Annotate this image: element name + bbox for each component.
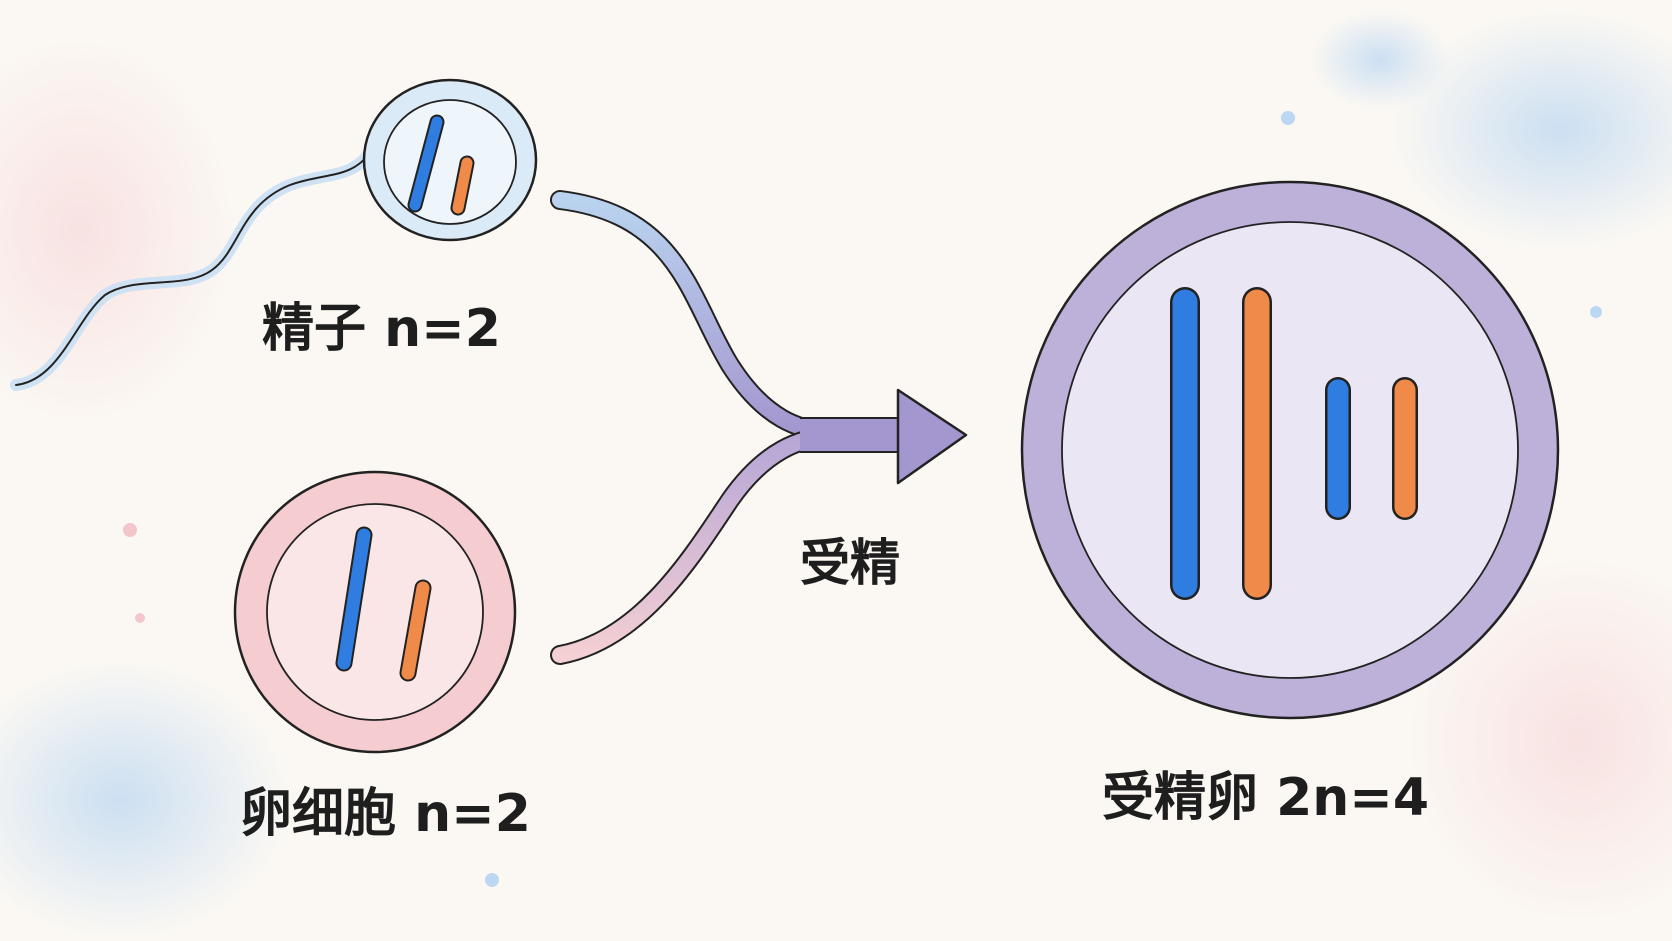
arrow-head <box>896 388 968 485</box>
egg-cell <box>233 470 517 754</box>
egg-cytoplasm <box>266 503 484 721</box>
sperm-label: 精子 n=2 <box>262 299 501 359</box>
zygote-label: 受精卵 2n=4 <box>1102 768 1430 828</box>
background-washes <box>0 10 1672 940</box>
fertilization-label: 受精 <box>800 534 900 592</box>
zygote-cytoplasm <box>1061 221 1519 679</box>
sperm-cell <box>10 78 538 391</box>
sperm-tail-outline <box>15 149 373 386</box>
egg-label: 卵细胞 n=2 <box>240 784 531 844</box>
zygote-cell <box>1020 180 1560 720</box>
sperm-nucleus <box>383 99 517 225</box>
fertilization-arrow <box>550 190 968 665</box>
arrow-branch-top <box>550 190 840 443</box>
